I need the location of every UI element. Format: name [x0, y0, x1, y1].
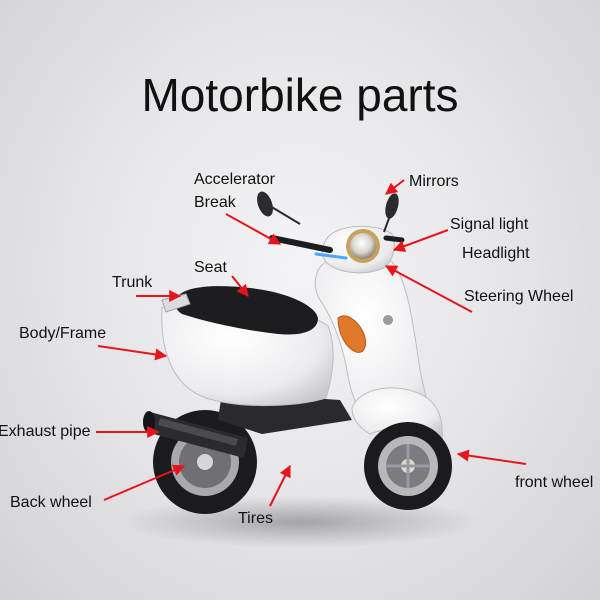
front-wheel-graphic: [364, 422, 452, 510]
label-body-frame: Body/Frame: [19, 325, 107, 342]
handlebar-graphic: [269, 235, 333, 253]
seat-graphic: [175, 286, 318, 335]
arrow-steering-wheel: [384, 265, 473, 313]
label-seat: Seat: [194, 259, 227, 276]
arrow-front-wheel: [456, 449, 527, 465]
arrow-accelerator: [225, 213, 282, 245]
emblem-graphic: [383, 315, 393, 325]
label-front-wheel: front wheel: [515, 474, 594, 491]
label-back-wheel: Back wheel: [10, 494, 92, 511]
label-mirrors: Mirrors: [409, 173, 459, 190]
arrow-tires: [269, 464, 291, 507]
annotation-arrows: [96, 179, 527, 507]
label-break: Break: [194, 194, 236, 211]
arrow-seat: [231, 275, 249, 297]
handlebar-right-graphic: [383, 235, 405, 243]
label-steering-wheel: Steering Wheel: [464, 288, 574, 305]
label-signal-light: Signal light: [450, 216, 529, 233]
arrow-body-frame: [97, 345, 168, 361]
indicator-strip-graphic: [314, 252, 348, 260]
blinker-graphic: [337, 315, 367, 353]
page-title: Motorbike parts: [141, 69, 459, 121]
arrow-back-wheel: [103, 464, 186, 501]
label-accelerator: Accelerator: [194, 171, 275, 188]
label-trunk: Trunk: [112, 274, 153, 291]
headlight-graphic: [346, 229, 380, 263]
label-exhaust-pipe: Exhaust pipe: [0, 423, 91, 440]
arrow-mirrors: [385, 179, 405, 195]
mirrors-graphic: [257, 191, 399, 233]
label-headlight: Headlight: [462, 245, 530, 262]
arrow-signal-light: [392, 229, 449, 252]
label-tires: Tires: [238, 510, 273, 527]
